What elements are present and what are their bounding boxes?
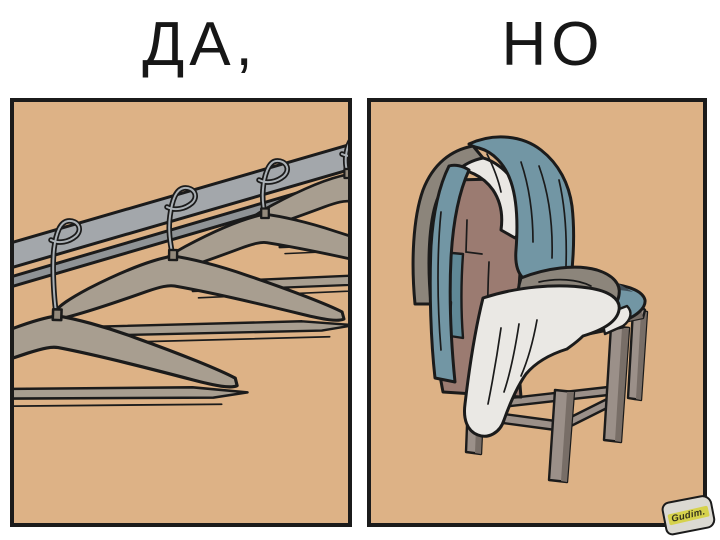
white-towel: [463, 284, 621, 438]
hangers-illustration: [14, 139, 348, 418]
hanger-2: [52, 185, 348, 349]
clothes-on-seat: [463, 265, 632, 438]
hanger-4: [240, 139, 348, 255]
label-da: ДА,: [142, 10, 258, 79]
chair-clothes-illustration: [411, 135, 649, 484]
hanger-1: [14, 218, 252, 418]
hanger-3: [151, 158, 348, 300]
label-no: НО: [501, 10, 605, 79]
gray-garment: [411, 144, 485, 306]
artist-signature-text: Gudim.: [667, 505, 710, 525]
panel-hangers-on-rod: [10, 98, 352, 527]
panel-clothes-on-chair: [367, 98, 707, 527]
